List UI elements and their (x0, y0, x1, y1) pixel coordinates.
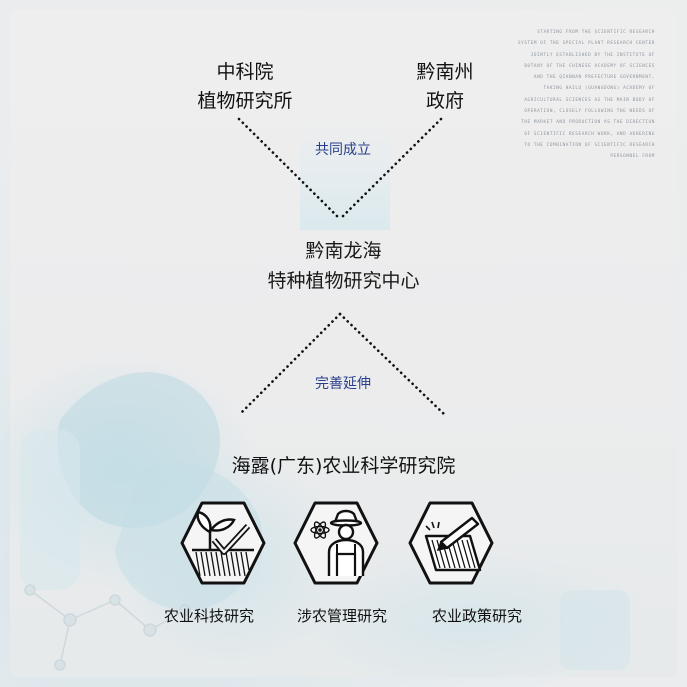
center-line1: 黔南龙海 (305, 240, 382, 262)
farmer-atom-icon (293, 501, 379, 585)
plant-check-icon (180, 501, 266, 585)
extend-label: 完善延伸 (315, 376, 371, 392)
category-label-agri-management: 涉农管理研究 (296, 607, 387, 625)
english-description: STARTING FROM THE SCIENTIFIC RESEARCH SY… (517, 30, 655, 160)
founded-together-label: 共同成立 (315, 142, 371, 158)
center-line2: 特种植物研究中心 (267, 270, 420, 292)
research-center-name: 黔南龙海 特种植物研究中心 (200, 236, 487, 296)
policy-document-icon (408, 501, 494, 585)
org-left-line1: 中科院 (216, 61, 274, 83)
category-label-agri-tech: 农业科技研究 (163, 607, 254, 625)
org-right-line1: 黔南州 (416, 61, 474, 83)
category-label-agri-policy: 农业政策研究 (431, 607, 522, 625)
academy-name: 海露(广东)农业科学研究院 (231, 455, 456, 477)
org-institute-of-botany: 中科院 植物研究所 (170, 58, 320, 116)
org-right-line2: 政府 (425, 90, 464, 112)
org-qiannan-government: 黔南州 政府 (380, 58, 510, 116)
org-left-line2: 植物研究所 (197, 90, 293, 112)
